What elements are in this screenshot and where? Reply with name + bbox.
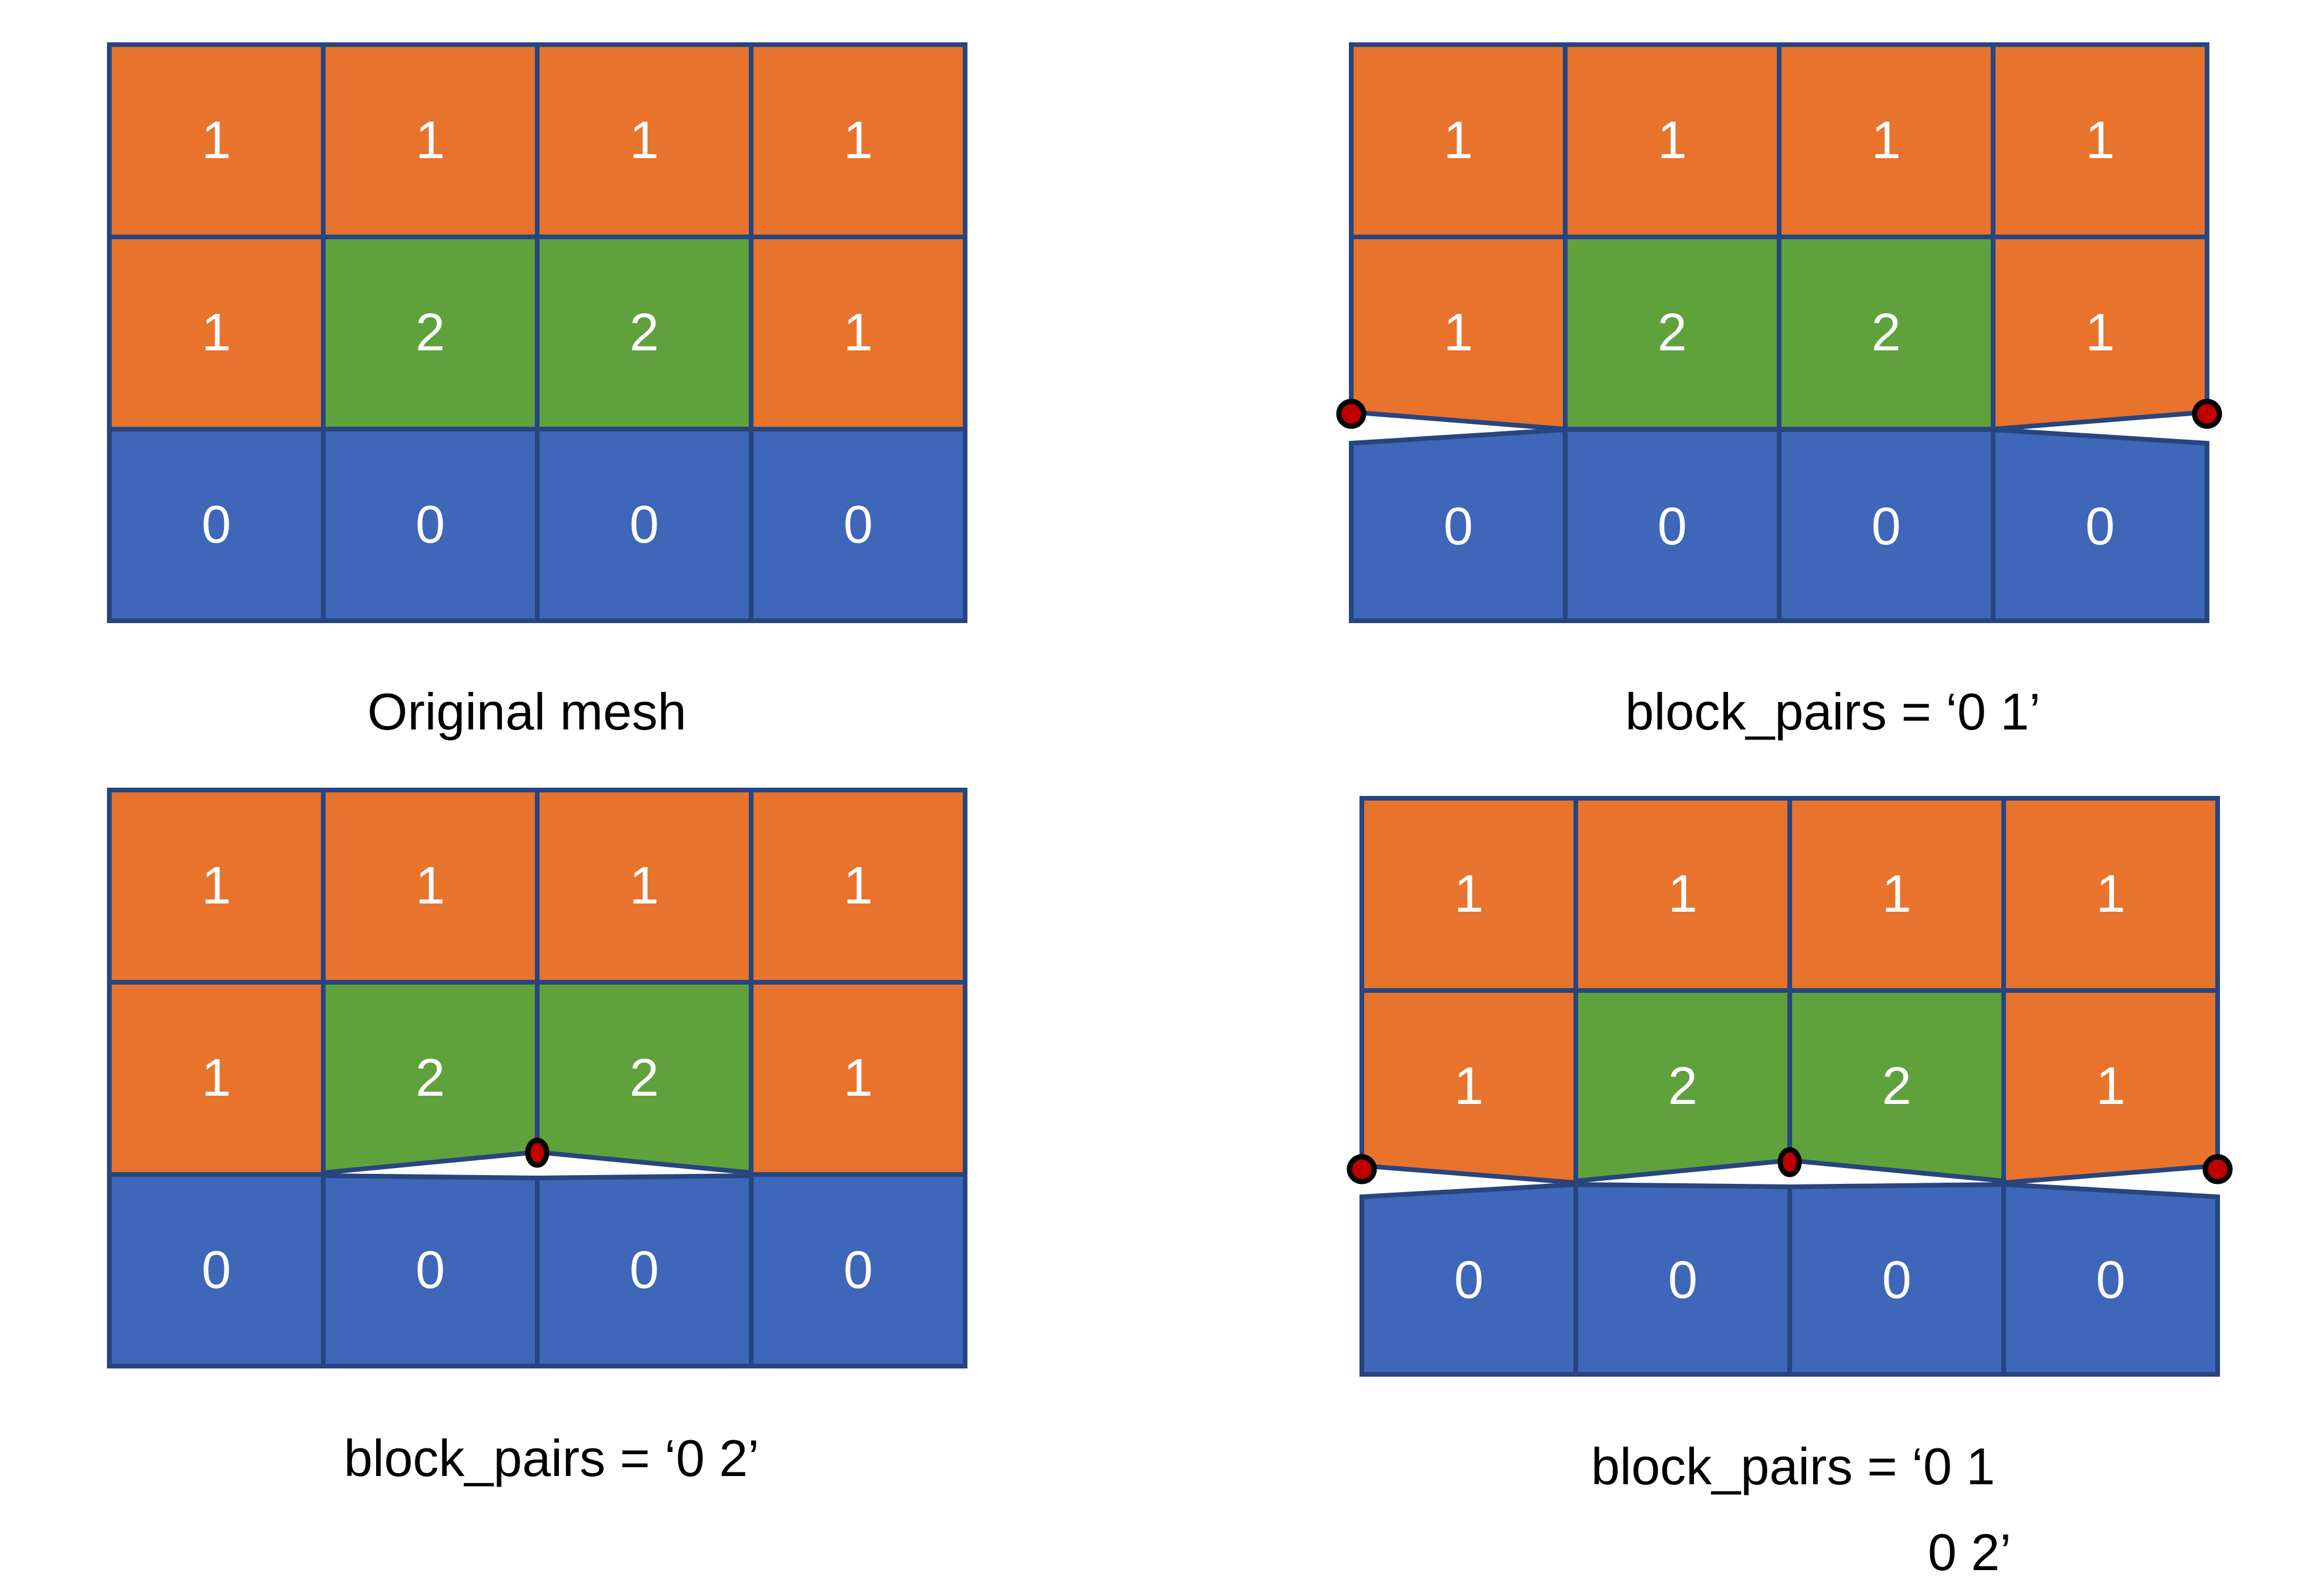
cell-value: 0	[416, 496, 445, 554]
shared-node-dot-center	[1777, 1147, 1802, 1177]
panel-caption-original: Original mesh	[367, 682, 687, 741]
cell-value: 2	[629, 303, 659, 362]
cell-value: 0	[202, 496, 231, 554]
cell-block0	[1991, 427, 2209, 623]
cell-block0	[749, 427, 967, 623]
cell-value: 1	[1454, 865, 1484, 923]
cell-value: 0	[202, 1241, 231, 1300]
cell-value: 1	[202, 1049, 231, 1107]
cell-value: 0	[2096, 1251, 2125, 1310]
cell-value: 1	[2085, 303, 2115, 362]
cell-value: 0	[1454, 1251, 1484, 1310]
cell-block0	[2001, 1182, 2220, 1377]
cell-value: 0	[843, 1241, 873, 1300]
shared-node-dot-right	[2202, 1154, 2233, 1184]
cell-value: 2	[1657, 303, 1687, 362]
mesh-pairs-0-2: 1 1 1 1 1 2 2 1 0 0 0 0	[107, 788, 967, 1368]
cell-value: 1	[1444, 303, 1473, 362]
shared-node-dot-left	[1347, 1154, 1377, 1184]
cell-value: 0	[1668, 1251, 1697, 1310]
panel-caption-pairs-0-1-0-2-line2: 0 2’	[1928, 1523, 2011, 1581]
panel-caption-pairs-0-1: block_pairs = ‘0 1’	[1625, 682, 2041, 741]
cell-value: 0	[2085, 497, 2115, 556]
cell-value: 1	[202, 111, 231, 170]
cell-value: 2	[629, 1049, 659, 1107]
cell-value: 1	[416, 856, 445, 915]
cell-value: 1	[2085, 111, 2115, 170]
cell-value: 0	[629, 1241, 659, 1300]
cell-value: 0	[629, 496, 659, 554]
shared-node-dot-left	[1336, 399, 1367, 429]
mesh-pairs-0-1: 1 1 1 1 1 2 2 1 0 0 0 0	[1336, 42, 2222, 623]
cell-value: 1	[629, 856, 659, 915]
cell-value: 2	[416, 303, 445, 362]
cell-block0	[749, 1172, 967, 1368]
cell-value: 1	[2096, 865, 2125, 923]
cell-value: 0	[843, 496, 873, 554]
cell-value: 1	[2096, 1057, 2125, 1116]
cell-value: 1	[843, 111, 873, 170]
cell-value: 0	[1871, 497, 1901, 556]
mesh-original: 1 1 1 1 1 2 2 1 0 0 0 0	[107, 42, 967, 623]
cell-value: 1	[202, 856, 231, 915]
cell-value: 0	[416, 1241, 445, 1300]
cell-value: 1	[1668, 865, 1697, 923]
cell-value: 1	[1882, 865, 1911, 923]
panel-caption-pairs-0-2: block_pairs = ‘0 2’	[344, 1429, 759, 1487]
cell-value: 0	[1444, 497, 1473, 556]
cell-value: 1	[843, 856, 873, 915]
cell-value: 1	[843, 1049, 873, 1107]
cell-value: 2	[1668, 1057, 1697, 1116]
cell-value: 0	[1657, 497, 1687, 556]
cell-value: 1	[1871, 111, 1901, 170]
shared-node-dot-right	[2192, 399, 2222, 429]
cell-value: 1	[202, 303, 231, 362]
cell-value: 1	[1454, 1057, 1484, 1116]
panel-caption-pairs-0-1-0-2-line1: block_pairs = ‘0 1	[1591, 1437, 1995, 1495]
cell-value: 1	[629, 111, 659, 170]
cell-value: 1	[843, 303, 873, 362]
cell-value: 1	[1657, 111, 1687, 170]
cell-value: 2	[1882, 1057, 1911, 1116]
cell-value: 1	[1444, 111, 1473, 170]
shared-node-dot-center	[525, 1137, 550, 1168]
cell-value: 1	[416, 111, 445, 170]
cell-value: 0	[1882, 1251, 1911, 1310]
cell-value: 2	[416, 1049, 445, 1107]
cell-value: 2	[1871, 303, 1901, 362]
mesh-pairs-0-1-0-2: 1 1 1 1 1 2 2 1 0 0 0 0	[1347, 796, 2233, 1377]
